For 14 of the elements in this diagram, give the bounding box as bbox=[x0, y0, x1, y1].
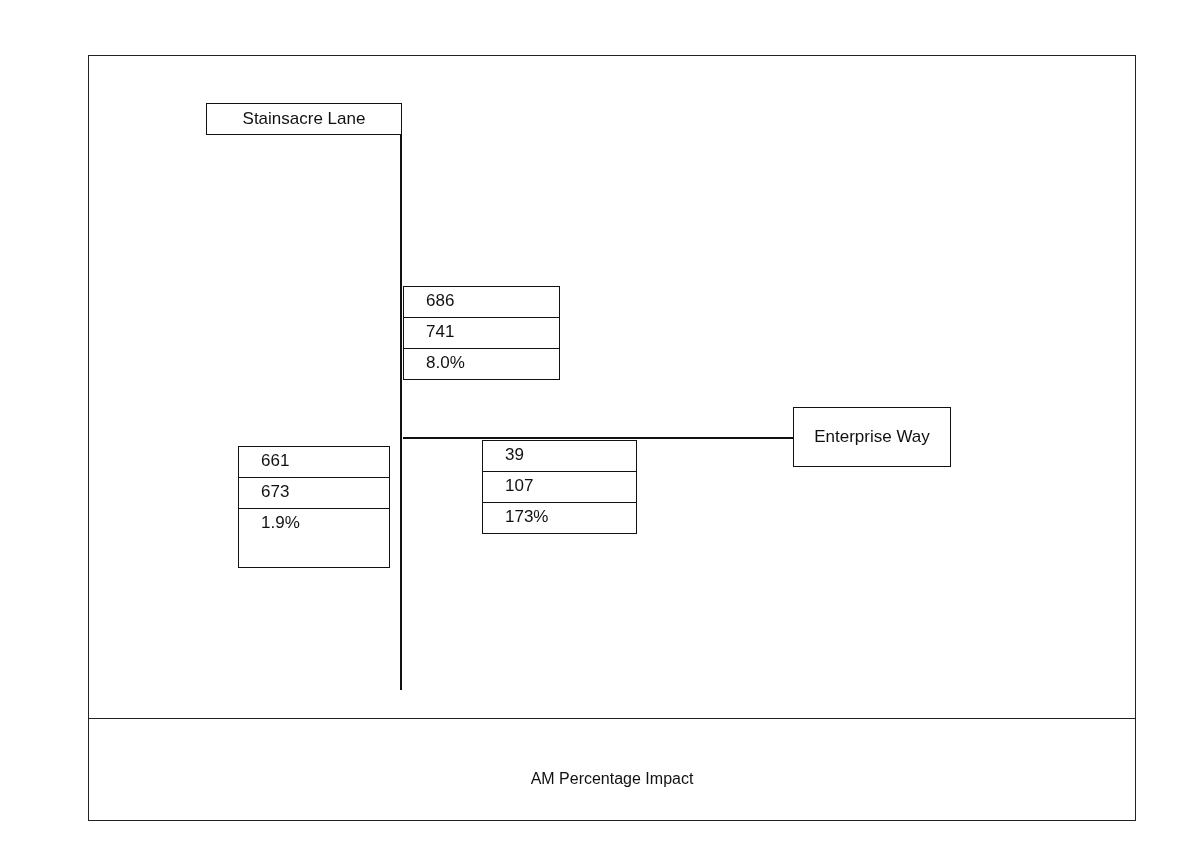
count-cell: 686 bbox=[403, 286, 560, 318]
road-name-box: Stainsacre Lane bbox=[206, 103, 402, 135]
road-line bbox=[400, 134, 402, 691]
road-line bbox=[402, 437, 794, 439]
count-cell: 107 bbox=[482, 471, 637, 503]
percentage-cell: 8.0% bbox=[403, 348, 560, 380]
count-cell: 661 bbox=[238, 446, 390, 478]
count-cell: 741 bbox=[403, 317, 560, 349]
road-name-box: Enterprise Way bbox=[793, 407, 951, 467]
count-cell: 39 bbox=[482, 440, 637, 472]
percentage-cell: 173% bbox=[482, 502, 637, 534]
count-cell: 673 bbox=[238, 477, 390, 509]
caption: AM Percentage Impact bbox=[529, 770, 695, 788]
percentage-cell: 1.9% bbox=[238, 508, 390, 568]
